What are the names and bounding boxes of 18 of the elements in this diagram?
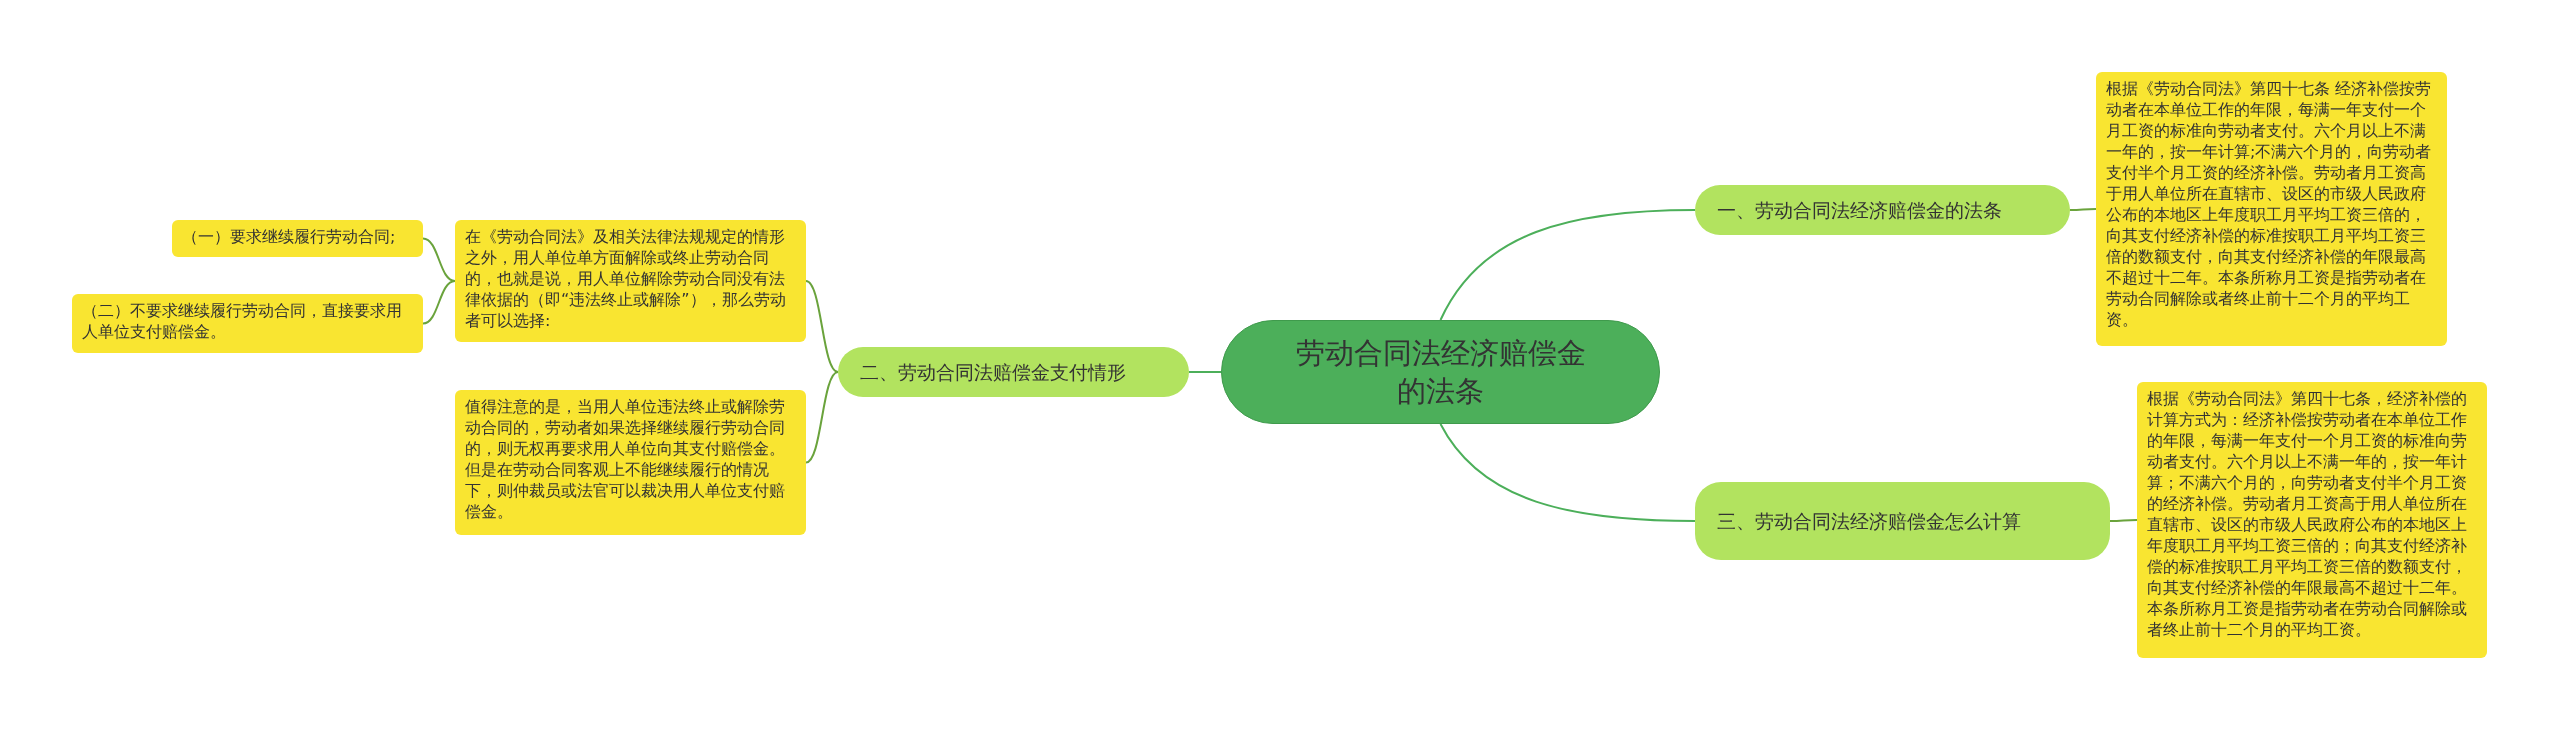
topic-box: 二、劳动合同法赔偿金支付情形 bbox=[838, 347, 1189, 397]
connector-line bbox=[1188, 371, 1222, 373]
note-box: 值得注意的是，当用人单位违法终止或解除劳动合同的，劳动者如果选择继续履行劳动合同的，则无权再要求用人单位向其支付赔偿金。但是在劳动合同客观上不能继续履行的情况下，则仲裁员或法官可以裁决用人单位支付赔偿金。 bbox=[455, 390, 806, 535]
connector-line bbox=[805, 371, 839, 464]
note-box: 根据《劳动合同法》第四十七条，经济补偿的计算方式为：经济补偿按劳动者在本单位工作的年限，每满一年支付一个月工资的标准向劳动者支付。六个月以上不满一年的，按一年计算；不满六个月的，向劳动者支付半个月工资的经济补偿。劳动者月工资高于用人单位所在直辖市、设区的市级人民政府公布的本地区上年度职工月平均工资三倍的；向其支付经济补偿的标准按职工月平均工资三倍的数额支付，向其支付经济补偿的年限最高不超过十二年。本条所称月工资是指劳动者在劳动合同解除或者终止前十二个月的平均工资。 bbox=[2137, 382, 2487, 658]
topic-box: 一、劳动合同法经济赔偿金的法条 bbox=[1695, 185, 2070, 235]
connector-line bbox=[2109, 519, 2138, 522]
note-box: 根据《劳动合同法》第四十七条 经济补偿按劳动者在本单位工作的年限，每满一年支付一个月工资的标准向劳动者支付。六个月以上不满一年的，按一年计算;不满六个月的，向劳动者支付半个月工资的经济补偿。劳动者月工资高于用人单位所在直辖市、设区的市级人民政府公布的本地区上年度职工月平均工资三倍的，向其支付经济补偿的标准按职工月平均工资三倍的数额支付，向其支付经济补偿的年限最高不超过十二年。本条所称月工资是指劳动者在劳动合同解除或者终止前十二个月的平均工资。 bbox=[2096, 72, 2447, 346]
connector-line bbox=[2069, 208, 2097, 211]
connector-line bbox=[422, 280, 456, 325]
connector-line bbox=[1439, 423, 1696, 522]
connector-line bbox=[1439, 209, 1696, 321]
note-box: （一）要求继续履行劳动合同; bbox=[172, 220, 423, 257]
note-box: 在《劳动合同法》及相关法律法规规定的情形之外，用人单位单方面解除或终止劳动合同的，也就是说，用人单位解除劳动合同没有法律依据的（即“违法终止或解除”），那么劳动者可以选择: bbox=[455, 220, 806, 342]
note-box: （二）不要求继续履行劳动合同，直接要求用人单位支付赔偿金。 bbox=[72, 294, 423, 353]
connector-line bbox=[805, 280, 839, 373]
topic-box: 三、劳动合同法经济赔偿金怎么计算 bbox=[1695, 482, 2110, 560]
central-topic: 劳动合同法经济赔偿金的法条 bbox=[1221, 320, 1660, 424]
